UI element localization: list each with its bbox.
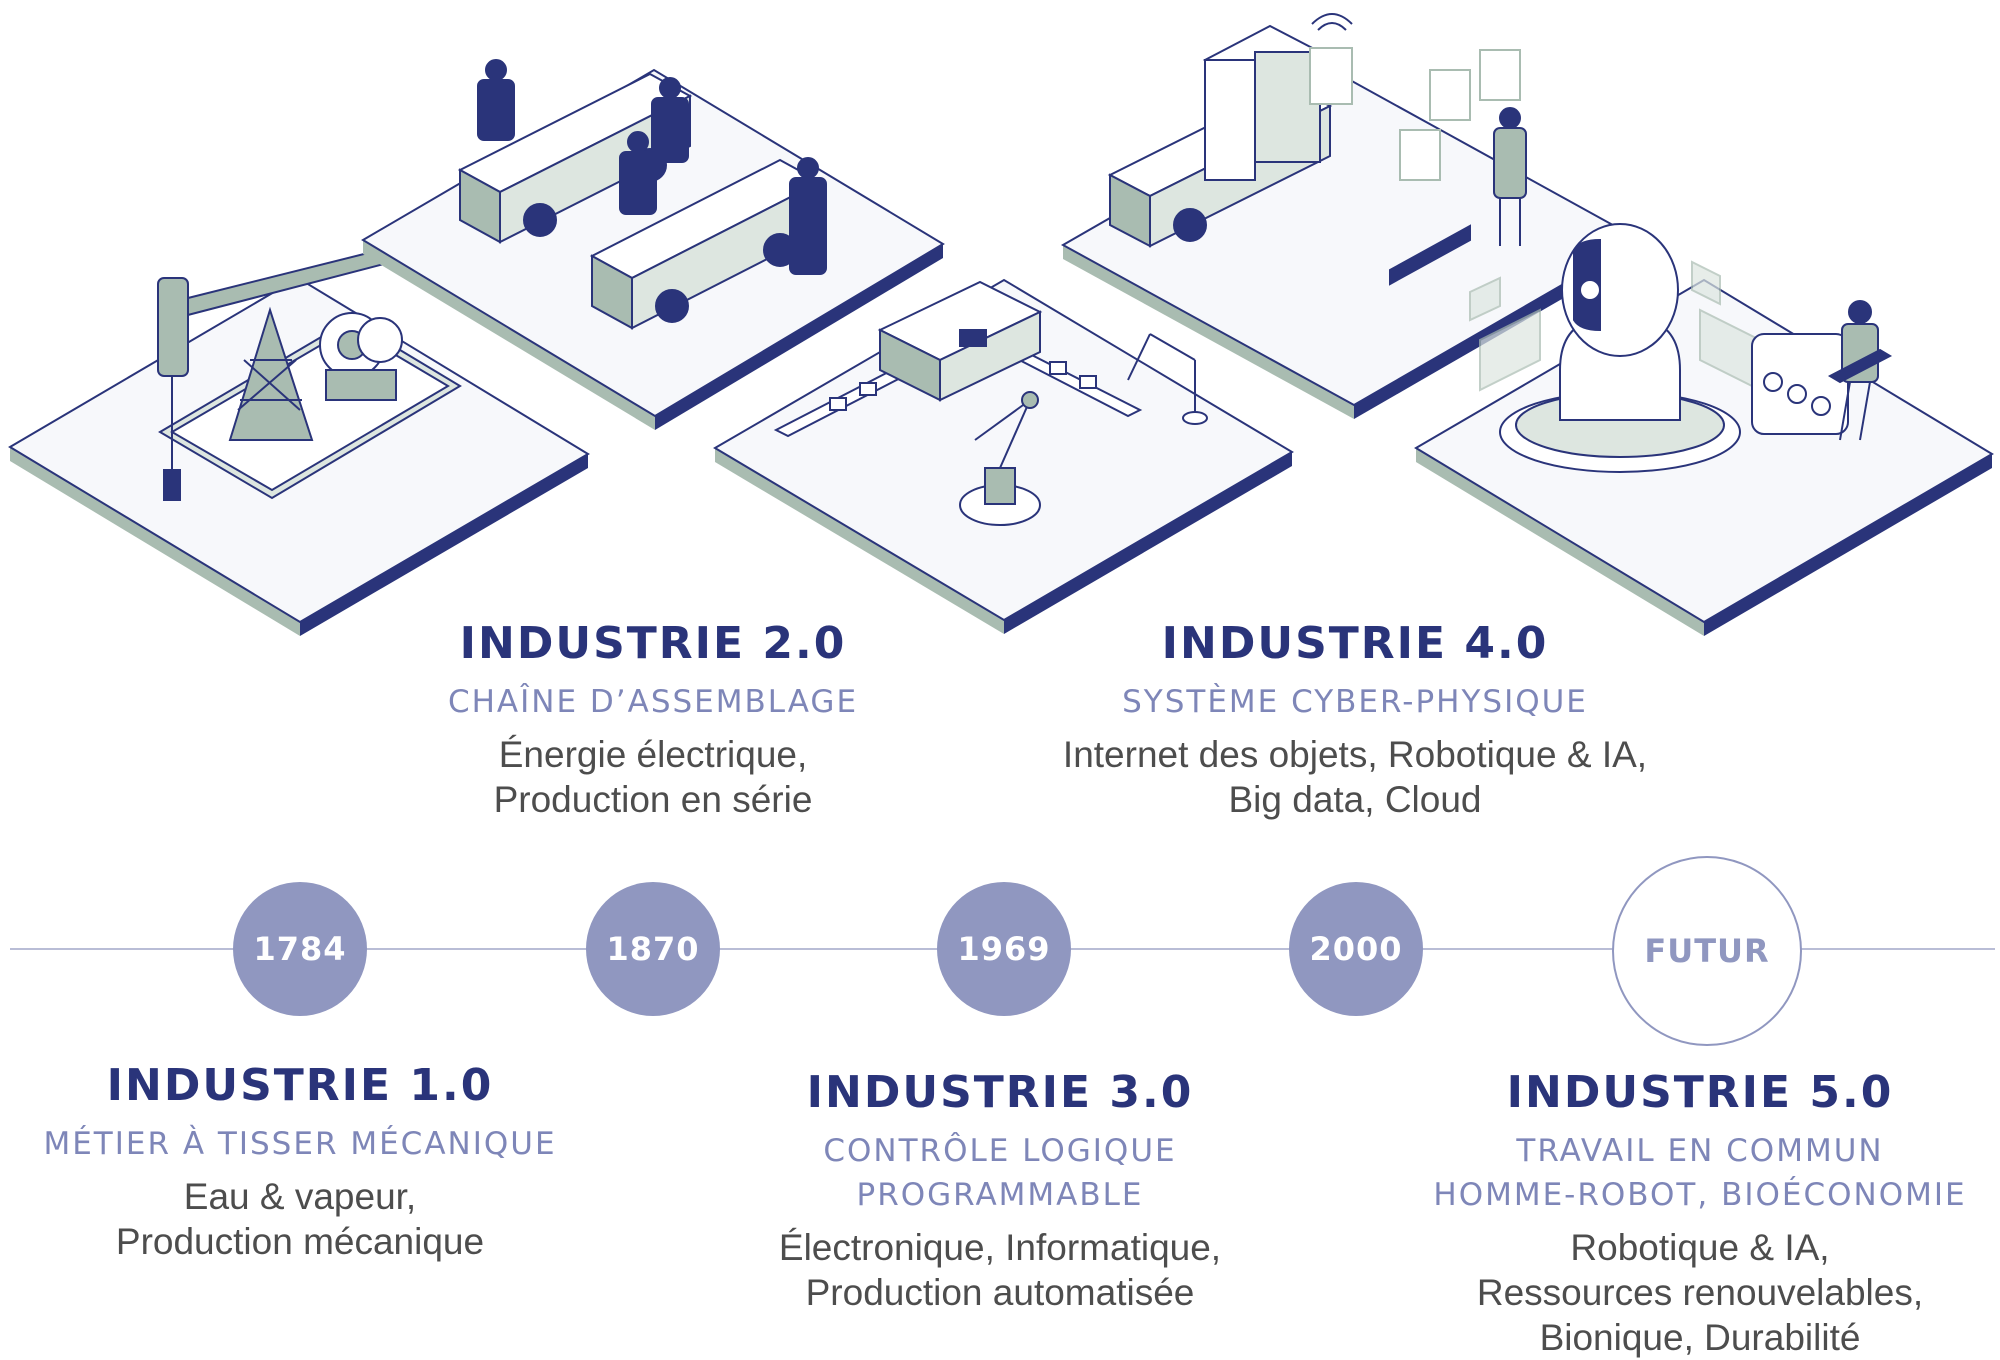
stage-title: INDUSTRIE 1.0 [106,1060,494,1111]
stage-industrie-1: INDUSTRIE 1.0 MÉTIER À TISSER MÉCANIQUE … [10,1058,590,1264]
timeline-node-1784: 1784 [233,882,367,1016]
subtitle-line: SYSTÈME CYBER-PHYSIQUE [1122,684,1588,720]
platform-industrie-3 [713,278,1294,634]
assembly-line-icon [457,59,827,330]
stage-industrie-5: INDUSTRIE 5.0 TRAVAIL EN COMMUN HOMME-RO… [1410,1065,1990,1360]
description-line: Eau & vapeur, [183,1176,417,1217]
stage-subtitle: MÉTIER À TISSER MÉCANIQUE [10,1122,590,1166]
stage-industrie-2: INDUSTRIE 2.0 CHAÎNE D’ASSEMBLAGE Énergi… [363,616,943,822]
subtitle-line: HOMME-ROBOT, BIOÉCONOMIE [1433,1177,1967,1213]
stage-description: Eau & vapeur, Production mécanique [10,1174,590,1264]
timeline-node-futur: FUTUR [1612,856,1802,1046]
stage-industrie-4: INDUSTRIE 4.0 SYSTÈME CYBER-PHYSIQUE Int… [1040,616,1670,822]
stage-title: INDUSTRIE 5.0 [1506,1067,1894,1118]
description-line: Bionique, Durabilité [1539,1317,1861,1358]
description-line: Production automatisée [805,1272,1195,1313]
robot-arm-conveyor-icon [773,280,1208,526]
timeline-node-1969: 1969 [937,882,1071,1016]
stage-description: Électronique, Informatique, Production a… [710,1225,1290,1315]
subtitle-line: CONTRÔLE LOGIQUE [823,1133,1177,1169]
description-line: Électronique, Informatique, [778,1227,1222,1268]
stage-description: Énergie électrique, Production en série [363,732,943,822]
smart-factory-icon [1107,13,1527,286]
stage-title: INDUSTRIE 2.0 [459,618,847,669]
ai-humanoid-head-icon [1469,223,1893,473]
stage-description: Internet des objets, Robotique & IA, Big… [1040,732,1670,822]
stage-subtitle: CONTRÔLE LOGIQUE PROGRAMMABLE [710,1129,1290,1217]
description-line: Robotique & IA, [1570,1227,1830,1268]
stage-industrie-3: INDUSTRIE 3.0 CONTRÔLE LOGIQUE PROGRAMMA… [710,1065,1290,1315]
description-line: Énergie électrique, [498,734,808,775]
subtitle-line: TRAVAIL EN COMMUN [1516,1133,1884,1169]
description-line: Big data, Cloud [1228,779,1482,820]
timeline-node-2000: 2000 [1289,882,1423,1016]
stage-subtitle: CHAÎNE D’ASSEMBLAGE [363,680,943,724]
description-line: Production mécanique [115,1221,485,1262]
description-line: Internet des objets, Robotique & IA, [1062,734,1648,775]
description-line: Ressources renouvelables, [1476,1272,1924,1313]
stage-subtitle: TRAVAIL EN COMMUN HOMME-ROBOT, BIOÉCONOM… [1410,1129,1990,1217]
subtitle-line: MÉTIER À TISSER MÉCANIQUE [43,1126,557,1162]
oil-pump-jack-icon [157,248,462,501]
stage-title: INDUSTRIE 3.0 [806,1067,1194,1118]
subtitle-line: CHAÎNE D’ASSEMBLAGE [447,684,859,720]
timeline-node-1870: 1870 [586,882,720,1016]
description-line: Production en série [493,779,813,820]
subtitle-line: PROGRAMMABLE [856,1177,1144,1213]
stage-description: Robotique & IA, Ressources renouvelables… [1410,1225,1990,1360]
stage-subtitle: SYSTÈME CYBER-PHYSIQUE [1040,680,1670,724]
stage-title: INDUSTRIE 4.0 [1161,618,1549,669]
